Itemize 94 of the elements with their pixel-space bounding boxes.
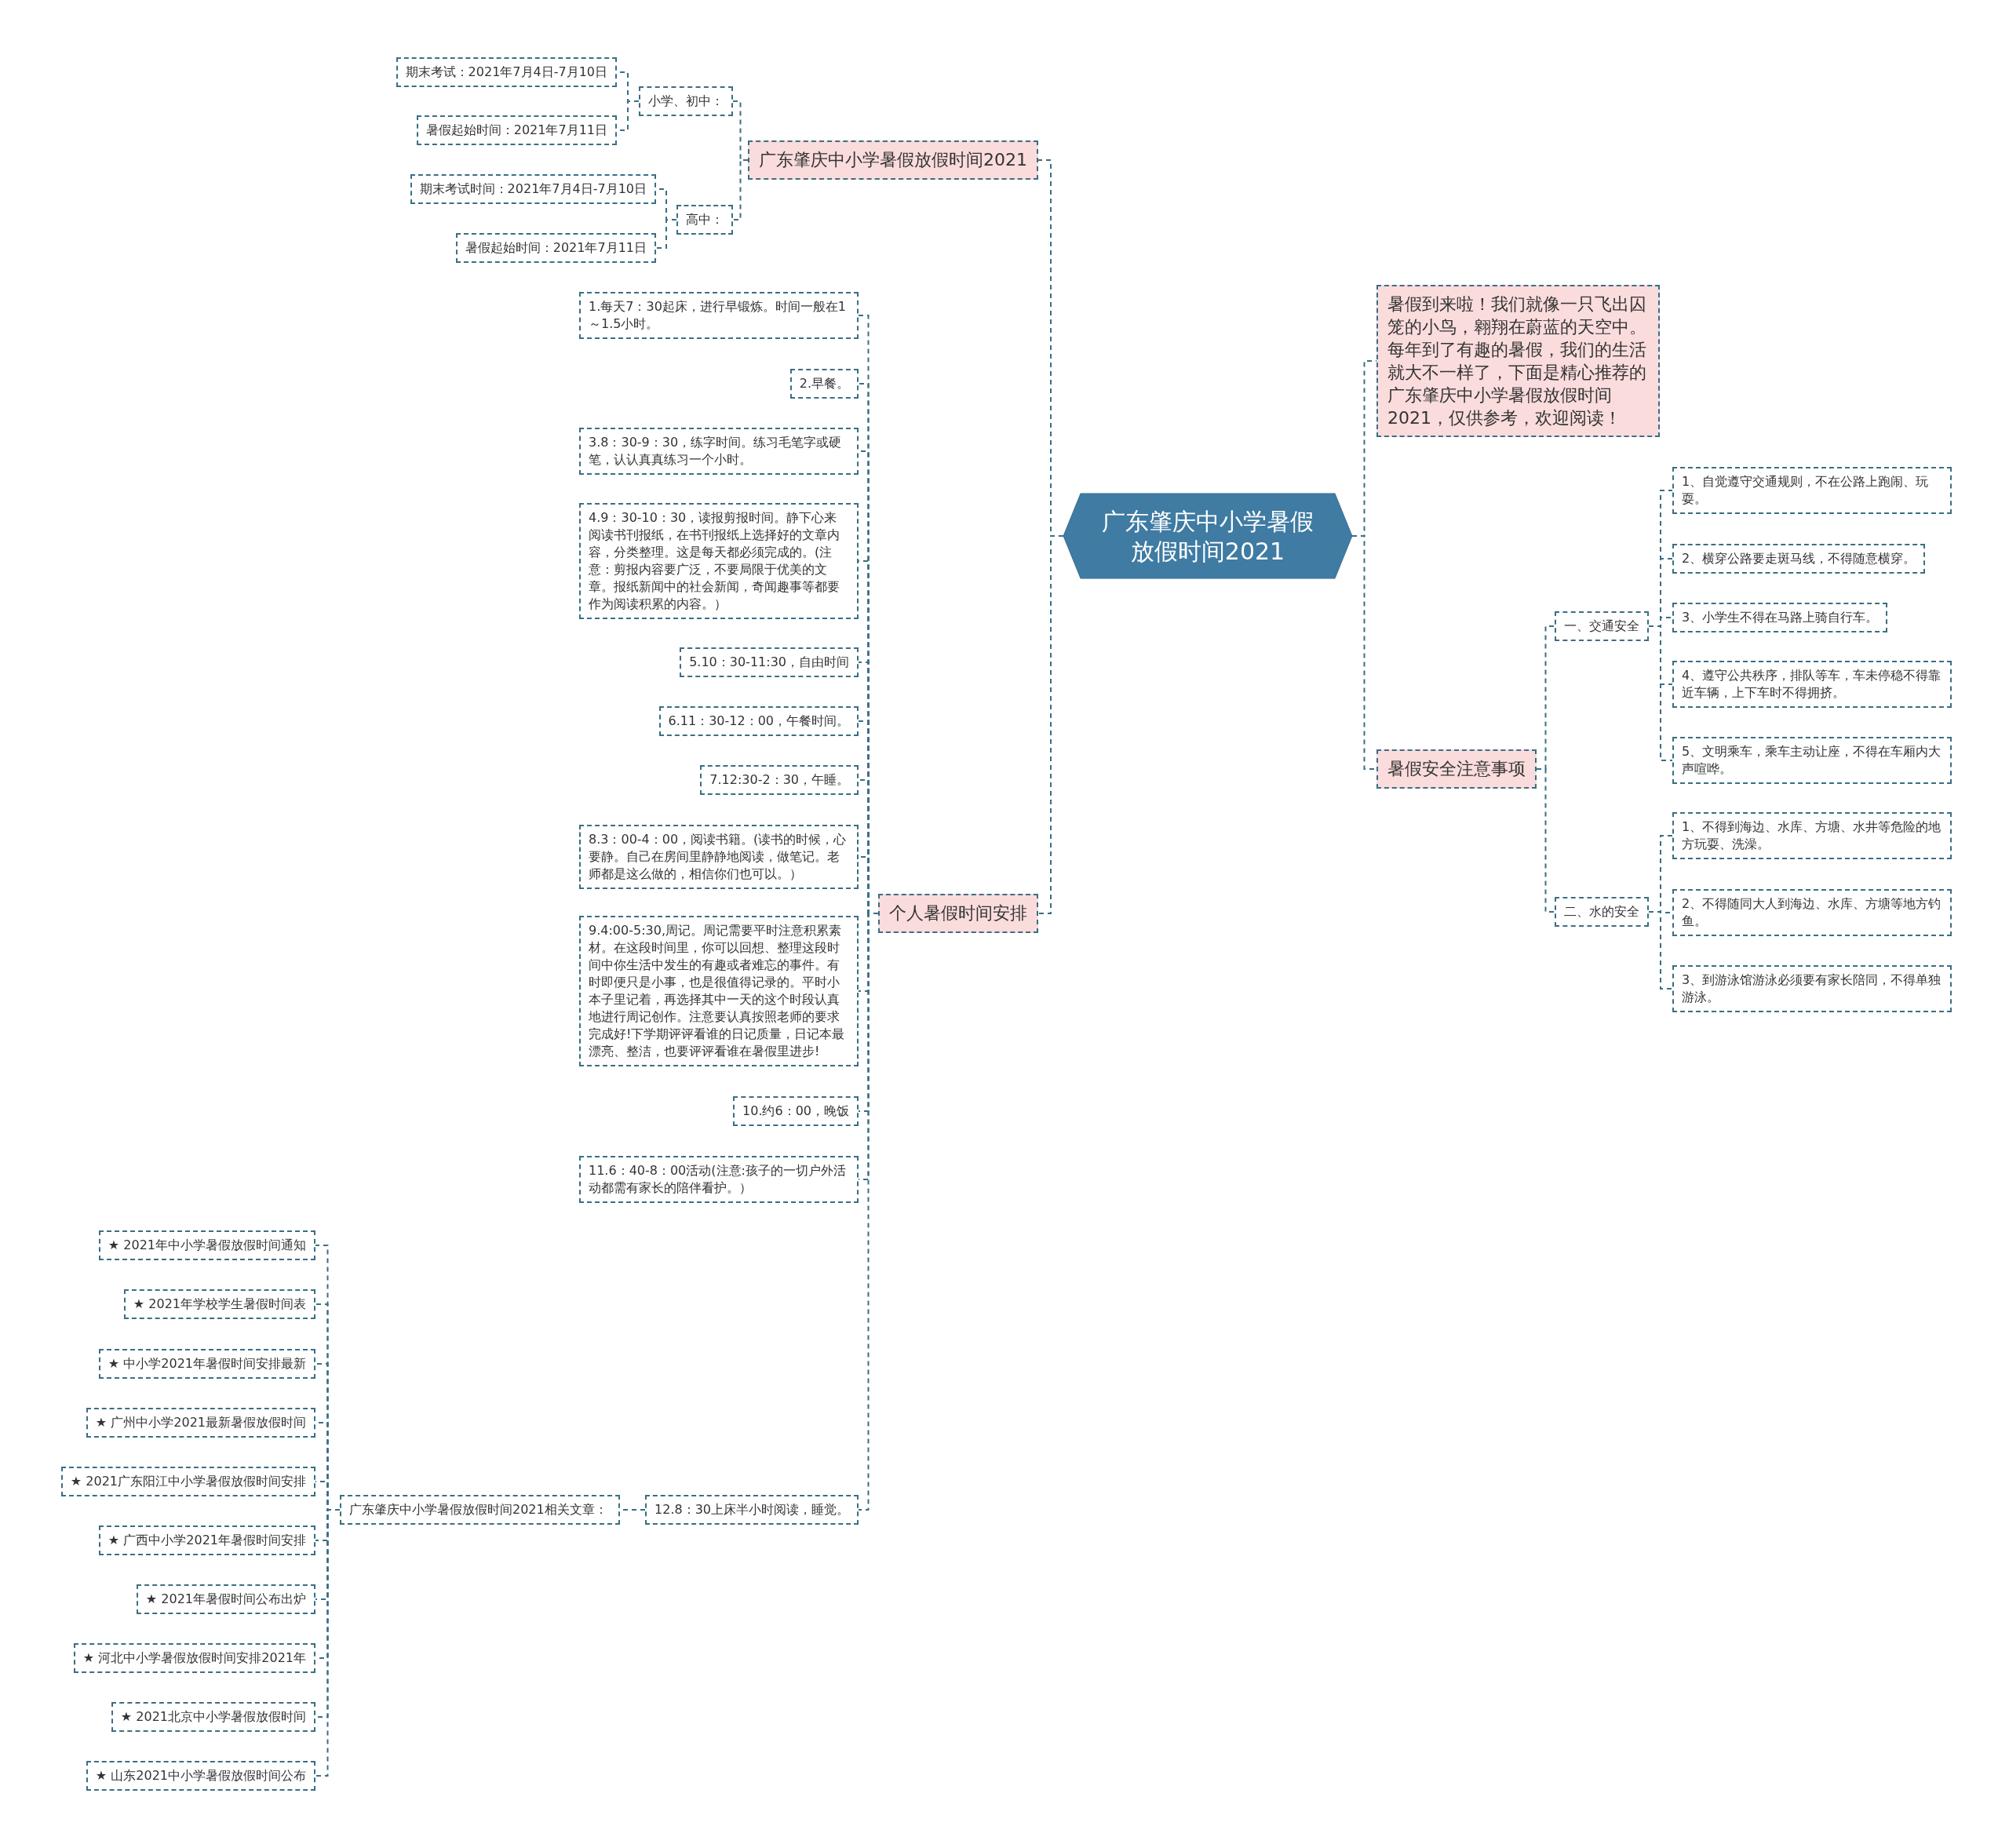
topic-box — [136, 1584, 315, 1614]
topic-text: 暑假起始时间：2021年7月11日 — [425, 122, 607, 139]
topic-box — [1672, 661, 1952, 708]
topic-text: 期末考试时间：2021年7月4日-7月10日 — [419, 180, 647, 198]
topic-box — [455, 233, 656, 263]
topic-text: 1、自觉遵守交通规则，不在公路上跑闹、玩耍。 — [1682, 473, 1930, 508]
branch-box — [748, 140, 1038, 180]
topic-text: ★ 河北中小学暑假放假时间安排2021年 — [82, 1649, 306, 1667]
topic-text: ★ 中小学2021年暑假时间安排最新 — [108, 1355, 306, 1372]
topic-box — [658, 706, 859, 736]
topic-text: 暑假到来啦！我们就像一只飞出囚笼的小鸟，翱翔在蔚蓝的天空中。每年到了有趣的暑假，我们的生活就大不一样了，下面是精心推荐的广东肇庆中小学暑假放假时间2021，仅供参考，欢迎阅读！ — [1387, 293, 1647, 429]
topic-box — [1672, 889, 1952, 936]
intro-box — [1376, 285, 1660, 437]
central-topic — [1063, 493, 1352, 579]
topic-text: 4.9：30-10：30，读报剪报时间。静下心来阅读书刊报纸，在书刊报纸上选择好的文章内容，分类整理。这是每天都必须完成的。(注意：剪报内容要广泛，不要局限于优美的文章。报纸新闻中的社会新闻，奇闻趣事等都要作为阅读积累的内容。） — [589, 509, 840, 613]
topic-text: 期末考试：2021年7月4日-7月10日 — [405, 64, 607, 81]
topic-text: 3、到游泳馆游泳必须要有家长陪同，不得单独游泳。 — [1682, 971, 1942, 1006]
topic-box — [1672, 603, 1888, 632]
topic-text: 广东肇庆中小学暑假放假时间2021相关文章： — [349, 1501, 608, 1518]
topic-text: ★ 2021年暑假时间公布出炉 — [145, 1591, 306, 1608]
connector-line — [1536, 768, 1555, 913]
topic-box — [1555, 611, 1649, 641]
topic-box — [1672, 544, 1926, 574]
topic-box — [579, 916, 859, 1066]
topic-text: ★ 2021年学校学生暑假时间表 — [133, 1296, 306, 1313]
topic-box — [123, 1289, 315, 1319]
topic-box — [86, 1408, 315, 1438]
topic-text: 5.10：30-11:30，自由时间 — [689, 654, 849, 671]
topic-text: ★ 2021北京中小学暑假放假时间 — [120, 1708, 306, 1726]
connector-line — [655, 219, 677, 249]
topic-box — [676, 205, 733, 235]
topic-text: ★ 广州中小学2021最新暑假放假时间 — [95, 1414, 306, 1431]
topic-box — [579, 825, 859, 889]
topic-text: ★ 2021年中小学暑假放假时间通知 — [108, 1237, 306, 1254]
topic-text: 3.8：30-9：30，练字时间。练习毛笔字或硬笔，认认真真练习一个小时。 — [589, 434, 843, 468]
topic-box — [1555, 897, 1649, 927]
topic-text: 4、遵守公共秩序，排队等车，车未停稳不得靠近车辆，上下车时不得拥挤。 — [1682, 667, 1942, 702]
topic-box — [410, 174, 656, 204]
topic-text: 高中： — [686, 211, 724, 228]
topic-text: 7.12:30-2：30，午睡。 — [709, 771, 849, 789]
topic-box — [98, 1230, 315, 1260]
topic-box — [645, 1495, 859, 1525]
topic-box — [579, 428, 859, 475]
topic-text: 10.约6：00，晚饭 — [742, 1103, 849, 1120]
topic-text: 1.每天7：30起床，进行早锻炼。时间一般在1～1.5小时。 — [589, 298, 847, 333]
topic-text: ★ 山东2021中小学暑假放假时间公布 — [95, 1767, 306, 1784]
topic-box — [98, 1525, 315, 1555]
topic-text: 8.3：00-4：00，阅读书籍。(读书的时候，心要静。自己在房间里静静地阅读，做笔记。老师都是这么做的，相信你们也可以。） — [589, 831, 848, 883]
topic-text: ★ 2021广东阳江中小学暑假放假时间安排 — [70, 1473, 306, 1490]
topic-text: 1、不得到海边、水库、方塘、水井等危险的地方玩耍、洗澡。 — [1682, 818, 1942, 853]
topic-text: 2、不得随同大人到海边、水库、方塘等地方钓鱼。 — [1682, 895, 1942, 930]
topic-box — [700, 765, 859, 795]
topic-box — [733, 1096, 859, 1126]
topic-text: 2、横穿公路要走斑马线，不得随意横穿。 — [1682, 550, 1916, 567]
topic-text: 一、交通安全 — [1564, 618, 1639, 635]
connector-line — [732, 159, 749, 221]
topic-text: 5、文明乘车，乘车主动让座，不得在车厢内大声喧哗。 — [1682, 743, 1942, 778]
topic-text: ★ 广西中小学2021年暑假时间安排 — [108, 1532, 306, 1549]
topic-box — [1672, 737, 1952, 784]
topic-box — [579, 292, 859, 339]
topic-text: 个人暑假时间安排 — [889, 902, 1027, 924]
topic-box — [73, 1643, 315, 1673]
topic-text: 9.4:00-5:30,周记。周记需要平时注意积累素材。在这段时间里，你可以回想、整理这段时间中你生活中发生的有趣或者难忘的事件。有时即便只是小事，也是很值得记录的。平时小本子里记着，再选择其中一天的这个时段认真地进行周记创作。注意要认真按照老师的要求完成好!下学期评评看谁的日记质量，日记本最漂亮、整洁，也要评评看谁在暑假里进步! — [589, 922, 846, 1060]
topic-text: 小学、初中： — [648, 93, 724, 110]
topic-box — [60, 1467, 315, 1496]
topic-text: 12.8：30上床半小时阅读，睡觉。 — [654, 1501, 849, 1518]
connector-line — [1648, 625, 1673, 761]
topic-text: 暑假起始时间：2021年7月11日 — [465, 239, 647, 257]
topic-box — [1672, 467, 1952, 514]
topic-box — [579, 503, 859, 619]
branch-box — [1376, 749, 1537, 789]
topic-box — [789, 369, 859, 399]
topic-box — [340, 1495, 620, 1525]
topic-text: 暑假安全注意事项 — [1387, 758, 1526, 780]
topic-text: 6.11：30-12：00，午餐时间。 — [668, 713, 849, 730]
topic-box — [639, 86, 733, 116]
topic-box — [98, 1349, 315, 1379]
topic-box — [111, 1702, 315, 1732]
topic-box — [1672, 965, 1952, 1012]
topic-text: 广东肇庆中小学暑假放假时间2021 — [1101, 506, 1314, 566]
topic-box — [86, 1761, 315, 1791]
topic-text: 广东肇庆中小学暑假放假时间2021 — [759, 149, 1027, 171]
topic-box — [680, 647, 859, 677]
connector-line — [315, 1509, 341, 1777]
topic-text: 2.早餐。 — [799, 375, 849, 392]
topic-text: 11.6：40-8：00活动(注意:孩子的一切户外活动都需有家长的陪伴看护。） — [589, 1162, 847, 1197]
topic-text: 3、小学生不得在马路上骑自行车。 — [1682, 609, 1879, 626]
topic-text: 二、水的安全 — [1564, 903, 1639, 920]
topic-box — [1672, 812, 1952, 859]
connector-line — [1648, 911, 1673, 990]
topic-box — [396, 57, 617, 87]
branch-box — [878, 894, 1038, 933]
topic-box — [579, 1156, 859, 1203]
topic-box — [416, 115, 617, 145]
